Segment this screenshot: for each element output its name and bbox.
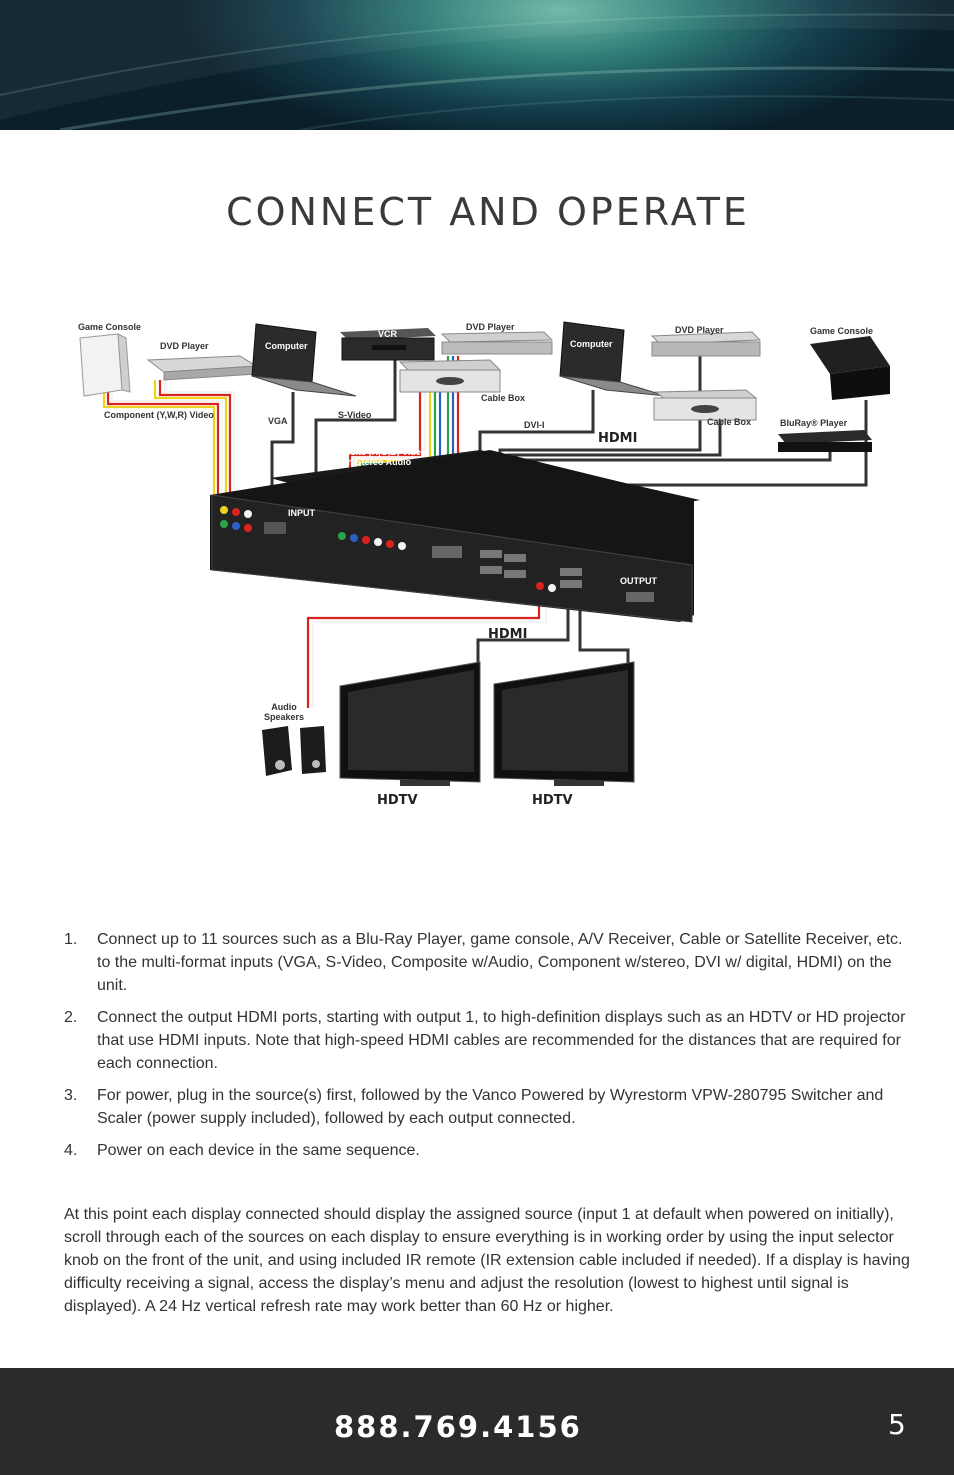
- dvd-player-right: [650, 331, 762, 357]
- page-number: 5: [888, 1408, 906, 1441]
- label-computer-right: Computer: [570, 339, 613, 349]
- label-composite-line2: with Stereo Audio: [334, 457, 412, 467]
- label-cable-box-mid: Cable Box: [481, 393, 525, 403]
- page-title: CONNECT AND OPERATE: [226, 190, 750, 234]
- label-hdmi-outputs: HDMI: [488, 627, 527, 642]
- game-console-left: [79, 333, 131, 397]
- label-svideo: S-Video: [338, 410, 372, 420]
- footer-phone-number: 888.769.4156: [334, 1410, 582, 1444]
- page-header-banner: [0, 0, 954, 130]
- output-panel-label: OUTPUT: [620, 576, 658, 586]
- label-dvd-player-mid: DVD Player: [466, 322, 515, 332]
- label-audio-line1: Audio: [271, 702, 297, 712]
- hdtv-right: [493, 661, 635, 786]
- label-vcr: VCR: [378, 329, 398, 339]
- step-text: Connect the output HDMI ports, starting …: [97, 1009, 906, 1072]
- label-vga: VGA: [268, 416, 288, 426]
- step-number: 3.: [64, 1087, 78, 1104]
- cable-box-mid: [398, 359, 502, 393]
- vcr: [340, 328, 436, 361]
- hdtv-left: [339, 661, 481, 786]
- label-hdtv-left: HDTV: [377, 793, 418, 808]
- audio-speakers: [262, 726, 326, 776]
- step-item: 3. For power, plug in the source(s) first…: [64, 1084, 914, 1130]
- connection-diagram: INPUT OUTPUT: [78, 321, 890, 808]
- closing-paragraph: At this point each display connected sho…: [64, 1206, 910, 1315]
- input-panel-label: INPUT: [288, 508, 316, 518]
- step-item: 1. Connect up to 11 sources such as a Blu…: [64, 928, 914, 997]
- instruction-steps: 1. Connect up to 11 sources such as a Blu…: [64, 928, 914, 1171]
- dvd-player-mid: [440, 331, 554, 355]
- output-jacks: [536, 568, 654, 602]
- label-audio-line2: Speakers: [264, 712, 304, 722]
- cable-box-right: [653, 389, 758, 421]
- step-number: 4.: [64, 1142, 78, 1159]
- dvd-player-left: [146, 355, 258, 381]
- switcher-scaler-unit: INPUT OUTPUT: [210, 450, 700, 623]
- label-composite-line1: Composite (R,G,B) Video: [320, 447, 427, 457]
- label-dvd-player-right: DVD Player: [675, 325, 724, 335]
- label-game-console-right: Game Console: [810, 326, 873, 336]
- step-item: 2. Connect the output HDMI ports, startin…: [64, 1006, 914, 1075]
- step-number: 2.: [64, 1009, 78, 1026]
- computer-laptop-left: [251, 323, 357, 397]
- page-footer: [0, 1368, 954, 1475]
- label-cable-box-right: Cable Box: [707, 417, 751, 427]
- computer-laptop-right: [559, 321, 667, 397]
- label-dvd-player-left: DVD Player: [160, 341, 209, 351]
- label-hdmi-inputs: HDMI: [598, 431, 637, 446]
- step-text: For power, plug in the source(s) first, …: [97, 1087, 884, 1127]
- label-bluray-player: BluRay® Player: [780, 418, 848, 428]
- step-item: 4. Power on each device in the same seque…: [64, 1139, 914, 1162]
- header-swoosh: [0, 0, 954, 130]
- game-console-right: [810, 336, 890, 400]
- input-jacks: [220, 506, 526, 578]
- label-hdtv-right: HDTV: [532, 793, 573, 808]
- label-computer-left: Computer: [265, 341, 308, 351]
- label-component-video: Component (Y,W,R) Video: [104, 410, 214, 420]
- label-dvi: DVI-I: [524, 420, 545, 430]
- bluray-player: [778, 430, 872, 452]
- step-text: Connect up to 11 sources such as a Blu-R…: [97, 931, 903, 994]
- step-text: Power on each device in the same sequenc…: [97, 1142, 420, 1159]
- label-game-console-left: Game Console: [78, 322, 141, 332]
- step-number: 1.: [64, 931, 78, 948]
